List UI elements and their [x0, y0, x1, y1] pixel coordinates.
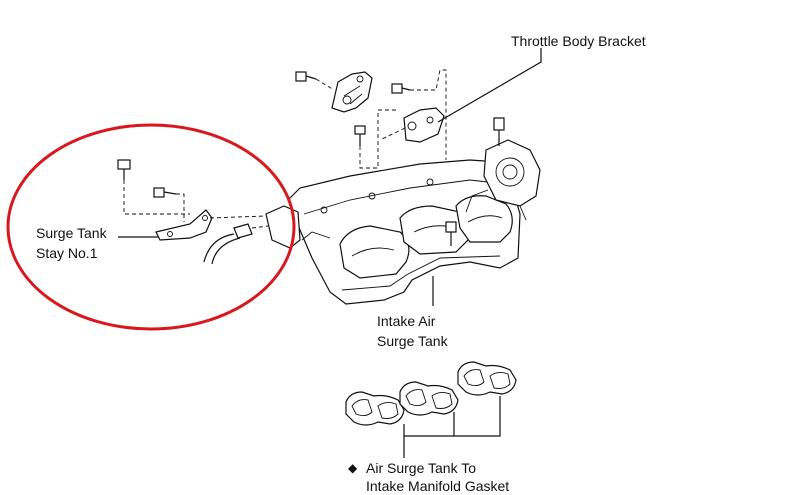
bracket-bolts [295, 71, 411, 146]
gasket-marker-icon: ◆ [348, 461, 358, 475]
label-surge-tank-stay-line1: Surge Tank [36, 225, 107, 241]
label-intake-air-line2: Surge Tank [377, 333, 448, 349]
label-gasket-line1: Air Surge Tank To [366, 460, 476, 476]
label-intake-air-line1: Intake Air [377, 313, 436, 329]
throttle-body-bracket-drawing [331, 71, 445, 143]
highlight-circle [6, 123, 296, 331]
label-throttle-body-bracket: Throttle Body Bracket [511, 33, 646, 49]
surge-tank-drawing [287, 117, 541, 305]
surge-tank-stay-drawing [117, 159, 301, 265]
label-gasket-line2: Intake Manifold Gasket [366, 478, 510, 494]
label-surge-tank-stay-line2: Stay No.1 [36, 245, 98, 261]
gasket-drawing [345, 361, 517, 426]
